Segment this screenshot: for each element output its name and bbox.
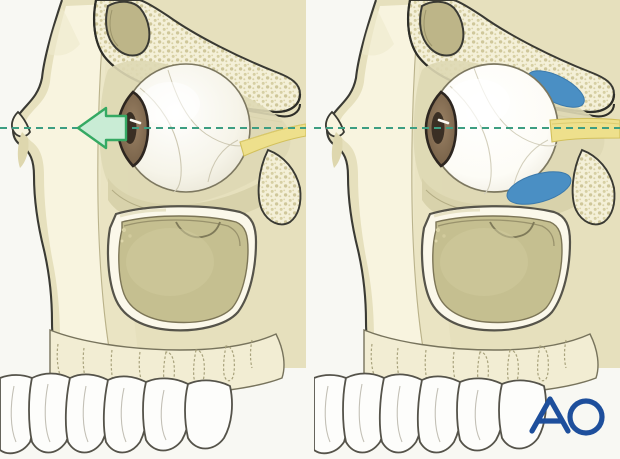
pre-treatment-panel xyxy=(0,0,306,459)
frontal-sinus-cavity xyxy=(419,0,465,57)
enophthalmos-direction-arrow xyxy=(76,106,128,150)
nasal-notch-shadow xyxy=(17,132,29,168)
cornea-highlight xyxy=(129,118,142,125)
ao-foundation-logo: AO xyxy=(529,396,605,436)
tooth xyxy=(142,377,191,452)
tooth xyxy=(28,372,74,454)
tooth xyxy=(456,377,505,452)
anterior-maxilla-face xyxy=(338,4,426,366)
glabella-highlight xyxy=(362,8,394,56)
tooth xyxy=(184,379,233,450)
globe-vessel xyxy=(513,139,549,185)
tooth xyxy=(416,375,463,454)
maxillary-dentition xyxy=(314,372,547,455)
post-treatment-panel xyxy=(314,0,620,459)
inferior-orbital-implant xyxy=(506,171,572,205)
tooth xyxy=(102,375,149,454)
optic-nerve xyxy=(239,123,306,157)
globe-vessel xyxy=(207,139,239,183)
maxillary-sinus xyxy=(420,205,572,332)
optic-nerve xyxy=(549,117,620,143)
sinus-highlight xyxy=(440,228,528,296)
lateral-cancellous-wedge xyxy=(571,148,616,226)
maxillary-dentition xyxy=(0,372,233,455)
zygomaticomaxillary-suture xyxy=(97,3,113,367)
maxillary-sinus xyxy=(106,205,258,332)
glabella-highlight xyxy=(48,8,80,56)
zygomaticomaxillary-suture xyxy=(411,3,427,367)
tooth xyxy=(378,373,425,454)
tooth xyxy=(64,373,111,454)
cornea-highlight xyxy=(437,118,450,125)
lateral-cancellous-wedge xyxy=(257,148,302,226)
anterior-maxilla-face xyxy=(24,4,112,366)
sinus-rim-cancellous xyxy=(120,227,132,243)
frontal-sinus-cavity xyxy=(105,0,151,57)
sinus-rim-cancellous xyxy=(434,227,446,243)
tooth xyxy=(342,372,388,454)
nasal-notch-shadow xyxy=(331,132,343,168)
globe-highlight xyxy=(140,82,200,126)
tooth-contour xyxy=(324,383,481,443)
tooth-contour xyxy=(10,383,167,443)
globe-highlight xyxy=(446,79,510,125)
sinus-highlight xyxy=(126,228,214,296)
